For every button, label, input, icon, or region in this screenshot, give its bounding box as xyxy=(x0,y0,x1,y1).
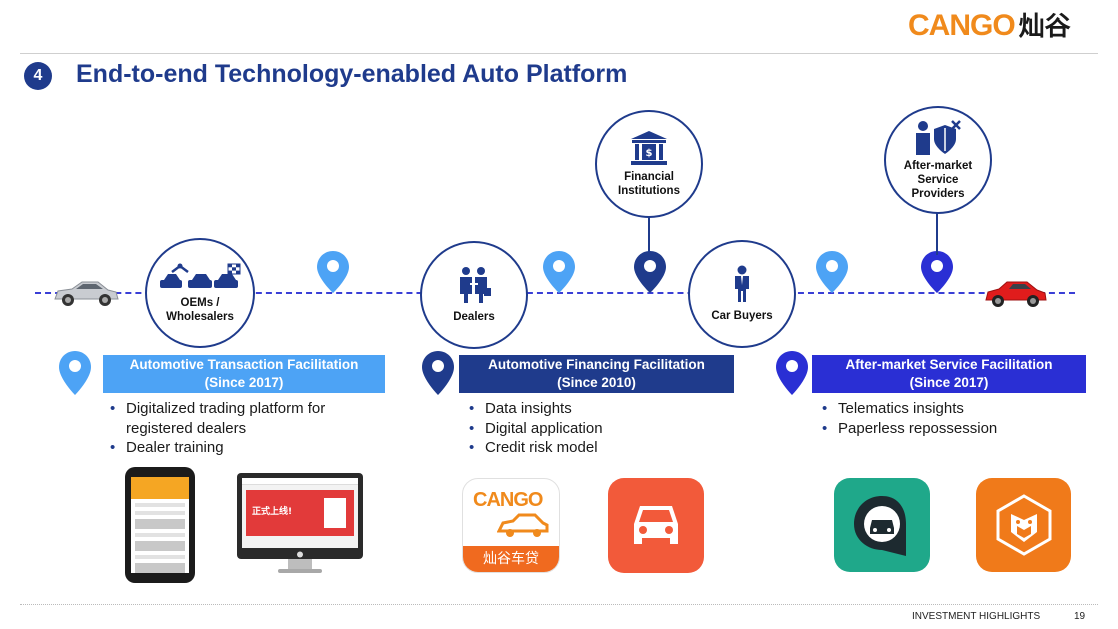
banner-since: (Since 2017) xyxy=(204,375,284,390)
bullet-list-financing: Data insights Digital application Credit… xyxy=(463,399,723,458)
map-pin-icon xyxy=(634,251,666,293)
repossession-app-icon xyxy=(976,478,1071,572)
node-label: Financial Institutions xyxy=(618,171,680,197)
node-financial-institutions: $ Financial Institutions xyxy=(595,110,703,218)
header-divider xyxy=(20,53,1098,54)
map-pin-icon xyxy=(776,351,808,395)
web-banner-text: 正式上线! xyxy=(252,507,293,517)
gorilla-hexagon-icon xyxy=(996,494,1052,556)
car-location-pin-icon xyxy=(854,496,906,556)
person-icon xyxy=(735,265,749,302)
app-brand: CANGO xyxy=(473,489,543,511)
node-car-buyers: Car Buyers xyxy=(688,240,796,348)
bullet-item: Credit risk model xyxy=(463,438,723,458)
map-pin-icon xyxy=(422,351,454,395)
node-dealers: Dealers xyxy=(420,241,528,349)
monitor-stand xyxy=(288,559,312,569)
node-label: Car Buyers xyxy=(711,310,773,322)
banner-since: (Since 2010) xyxy=(557,375,636,390)
map-pin-icon xyxy=(921,251,953,293)
bullet-item: Digital application xyxy=(463,419,723,439)
bullet-list-transaction: Digitalized trading platform for registe… xyxy=(104,399,374,458)
section-number-badge: 4 xyxy=(24,62,52,90)
app-label: 灿谷车贷 xyxy=(463,546,559,572)
map-pin-icon xyxy=(816,251,848,293)
svg-text:$: $ xyxy=(646,148,653,159)
banner-financing-facilitation: Automotive Financing Facilitation (Since… xyxy=(459,355,734,393)
banner-transaction-facilitation: Automotive Transaction Facilitation (Sin… xyxy=(103,355,385,393)
red-car-icon xyxy=(985,281,1047,307)
car-front-icon xyxy=(634,506,678,544)
node-aftermarket-service-providers: After-market Service Providers xyxy=(884,106,992,214)
handshake-people-icon xyxy=(460,267,491,303)
service-provider-icon xyxy=(916,120,961,155)
node-label: OEMs / Wholesalers xyxy=(166,297,234,323)
node-label: Dealers xyxy=(453,311,495,323)
node-label: After-market Service Providers xyxy=(903,160,973,200)
monitor-screen: 正式上线! xyxy=(242,478,358,548)
banner-aftermarket-facilitation: After-market Service Facilitation (Since… xyxy=(812,355,1086,393)
bullet-item: Telematics insights xyxy=(816,399,1076,419)
map-pin-icon xyxy=(59,351,91,395)
page-title: End-to-end Technology-enabled Auto Platf… xyxy=(76,60,628,88)
bullet-item: Dealer training xyxy=(104,438,374,458)
banner-title: Automotive Transaction Facilitation xyxy=(129,357,359,372)
car-app-icon xyxy=(608,478,704,573)
banner-since: (Since 2017) xyxy=(909,375,989,390)
banner-title: Automotive Financing Facilitation xyxy=(488,357,705,372)
car-icon xyxy=(497,513,549,537)
page-number: 19 xyxy=(1074,611,1086,622)
connector-line xyxy=(648,215,650,255)
connector-line xyxy=(936,213,938,255)
map-pin-icon xyxy=(317,251,349,293)
apple-logo-icon xyxy=(297,551,303,558)
flow-line xyxy=(35,292,1075,294)
bullet-list-aftermarket: Telematics insights Paperless repossessi… xyxy=(816,399,1076,438)
bank-icon: $ xyxy=(631,131,667,165)
bullet-item: Paperless repossession xyxy=(816,419,1076,439)
factory-cars-icon xyxy=(160,263,241,288)
footer-divider xyxy=(20,604,1098,605)
telematics-app-icon xyxy=(834,478,930,572)
phone-screen xyxy=(131,477,189,573)
bullet-item: Data insights xyxy=(463,399,723,419)
footer-label: INVESTMENT HIGHLIGHTS xyxy=(912,611,1041,622)
map-pin-icon xyxy=(543,251,575,293)
monitor-mockup: 正式上线! xyxy=(237,473,363,559)
monitor-base xyxy=(278,569,322,573)
bullet-item: Digitalized trading platform for registe… xyxy=(104,399,374,438)
silver-car-icon xyxy=(54,281,119,306)
phone-mockup xyxy=(125,467,195,583)
banner-title: After-market Service Facilitation xyxy=(845,357,1053,372)
cango-car-loan-app-icon: CANGO 灿谷车贷 xyxy=(462,478,560,573)
node-oems-wholesalers: OEMs / Wholesalers xyxy=(145,238,255,348)
